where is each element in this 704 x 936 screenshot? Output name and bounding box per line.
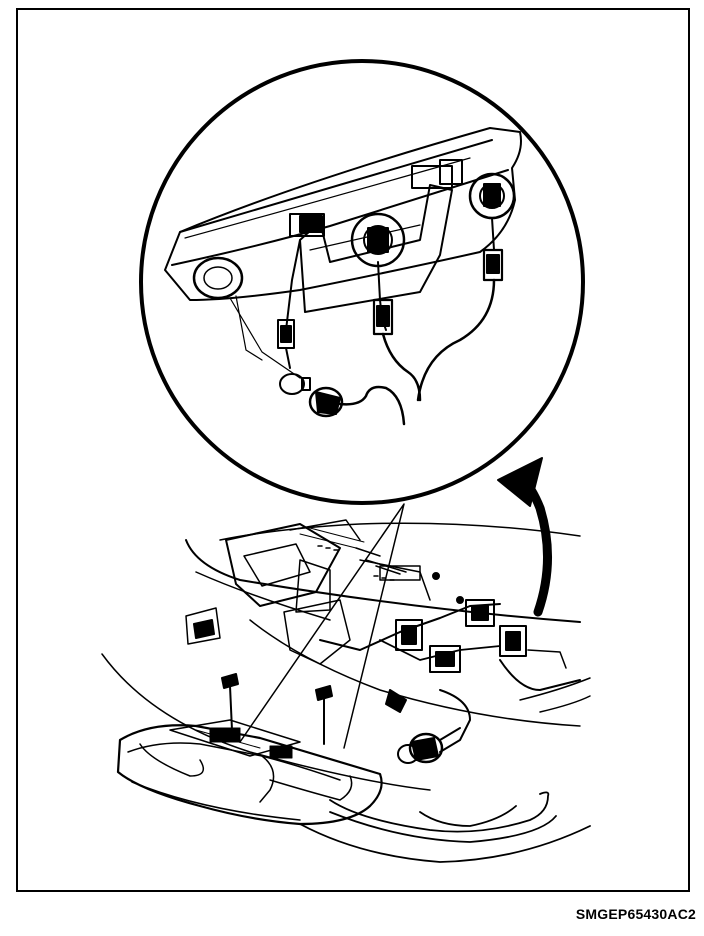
headlamp-assembly-removed — [116, 719, 383, 826]
figure-reference-code: SMGEP65430AC2 — [575, 906, 696, 922]
bracket-icon — [185, 607, 221, 645]
bulb-icon — [279, 373, 305, 395]
side-marker-bulb-exploded — [229, 295, 406, 426]
callout-leader-lines — [239, 503, 405, 749]
bolt-icon — [221, 673, 239, 689]
vehicle-front-end — [101, 519, 591, 791]
curved-arrow-icon — [497, 457, 553, 617]
figure-frame — [16, 8, 690, 892]
headlamp-housing-detail — [164, 127, 522, 313]
turn-signal-socket-icon — [408, 732, 444, 764]
detail-circle — [139, 59, 585, 505]
wiring-harness-detail — [277, 217, 504, 402]
side-marker-socket — [192, 256, 244, 300]
bumper-fascia — [299, 791, 591, 863]
socket-icon — [308, 386, 344, 418]
bolt-icon — [315, 685, 333, 701]
detail-view — [139, 59, 585, 505]
bulb-socket-detail — [299, 172, 516, 268]
headlamp-bolts — [221, 673, 333, 745]
